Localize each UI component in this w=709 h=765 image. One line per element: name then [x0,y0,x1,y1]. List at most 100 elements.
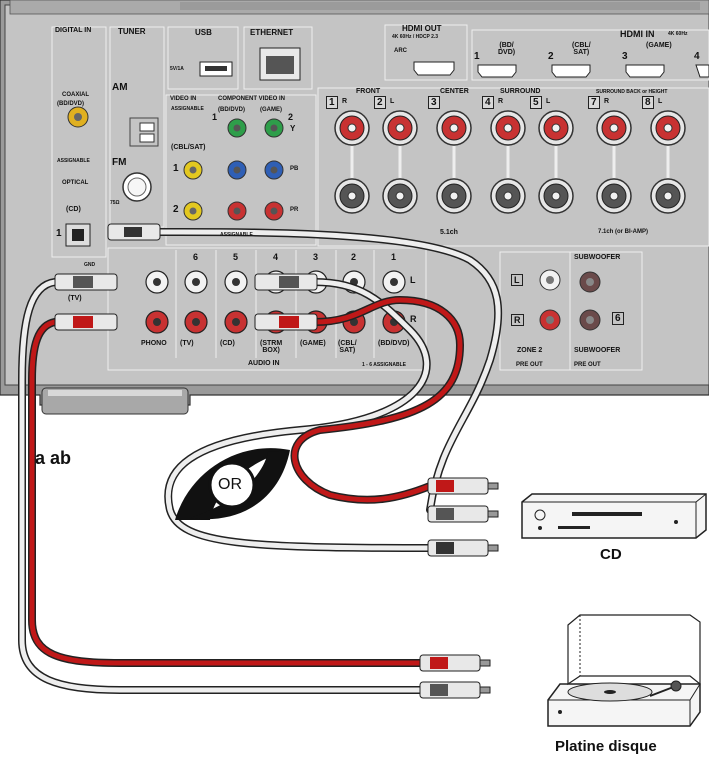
audio-in-num-1: 1 [391,252,397,262]
hdmi-in-ports[interactable] [477,64,709,78]
speaker-num-2: 2 [374,96,386,109]
speaker-num-3: 3 [428,96,440,109]
ethernet-label: ETHERNET [250,28,294,37]
usb-label: USB [195,28,212,37]
video-row-2-label: 2 [173,204,179,215]
audio-l-label: L [410,275,416,285]
video-in-label: VIDEO IN [170,96,197,102]
audio-in-num-6: 6 [193,252,199,262]
speaker-group-3: SURROUND [500,88,541,95]
speaker-terminal-3[interactable] [436,110,472,214]
tv-label: (TV) [68,295,82,302]
rca-plugs-devices [419,477,499,699]
cables [18,228,503,694]
speaker-terminal-7[interactable] [596,110,632,214]
rca-plugs-receiver [54,223,318,331]
composite-video-jacks[interactable] [183,160,203,221]
audio-in-num-5: 5 [233,252,239,262]
audio-in-jack-pair-1[interactable] [184,270,208,334]
audio-in-section [107,247,427,371]
audio-in-source-1: (TV) [180,340,194,347]
pre-out-label: PRE OUT [516,362,543,368]
audio-in-num-2: 2 [351,252,357,262]
audio-in-source-0: PHONO [141,340,167,347]
zone2-l-label: L [511,274,523,286]
speaker-ch-2: L [390,98,395,105]
speaker-ch-4: R [498,98,504,105]
hdmi-in-source-1: (BD/ DVD) [498,42,516,57]
speaker-terminal-4[interactable] [490,110,526,214]
audio-in-source-6: (BD/DVD) [378,340,410,347]
audio-in-source-5: (CBL/ SAT) [338,340,357,355]
audio-in-jack-pair-0[interactable] [145,270,169,334]
turntable-label: Platine disque [555,738,657,755]
usb-section [167,26,239,90]
speaker-num-1: 1 [326,96,338,109]
component-video-jacks[interactable] [227,118,284,221]
speaker-group-0: FRONT [356,88,381,95]
coaxial-bd-label: (BD/DVD) [57,101,84,107]
video-cbl-sat-label: (CBL/SAT) [171,144,206,151]
audio-in-num-3: 3 [313,252,319,262]
cd-label: CD [600,546,622,563]
coaxial-label: COAXIAL [62,92,89,98]
am-antenna-terminal[interactable] [129,117,159,147]
pre-out-2-label: PRE OUT [574,362,601,368]
video-row-1-label: 1 [173,163,179,174]
audio-r-label: R [410,314,417,324]
assignable-label: ASSIGNABLE [57,158,90,164]
am-label: AM [112,82,128,93]
pr-label: PR [290,207,299,213]
zone2-r-label: R [511,314,524,326]
digital-in-section [51,26,107,258]
speaker-ch-7: R [604,98,610,105]
subwoofer-top-label: SUBWOOFER [574,254,621,261]
fm-ohm-label: 75Ω [110,200,120,206]
hdmi-out-port[interactable] [413,61,455,76]
hdmi-in-num-2: 2 [548,51,554,62]
speaker-terminal-2[interactable] [382,110,418,214]
speaker-terminal-1[interactable] [334,110,370,214]
hdmi-in-source-2: (CBL/ SAT) [572,42,591,57]
speaker-terminals[interactable] [334,110,686,214]
speaker-terminal-8[interactable] [650,110,686,214]
fm-label: FM [112,157,127,168]
hdmi-out-section [384,24,468,81]
video-section [165,94,317,246]
subwoofer-pre-out-jacks[interactable] [579,271,601,331]
speaker-ch-5: L [546,98,551,105]
ch-7-1-label: 7.1ch (or BI-AMP) [598,229,649,235]
audio-in-jack-pair-6[interactable] [382,270,406,334]
component-num-2: 2 [288,112,294,122]
zone2-label: ZONE 2 [517,347,543,354]
speaker-group-5: SURROUND BACK or HEIGHT [596,89,668,95]
optical-num-label: 1 [56,228,62,239]
hdmi-in-num-1: 1 [474,51,480,62]
component-video-in-label: COMPONENT VIDEO IN [218,96,286,102]
audio-in-source-4: (GAME) [300,340,326,347]
audio-in-source-2: (CD) [220,340,235,347]
component-bd-label: (BD/DVD) [218,107,245,113]
hdmi-in-sub-label: 4K 60Hz [668,31,688,37]
cable-label: a ab [35,448,72,468]
cd-player-icon [521,493,707,539]
speaker-num-5: 5 [530,96,542,109]
speaker-terminal-5[interactable] [538,110,574,214]
digital-in-label: DIGITAL IN [55,27,92,34]
or-symbol [175,448,290,520]
audio-in-source-3: (STRM BOX) [260,340,283,355]
subwoofer-bottom-label: SUBWOOFER [574,347,621,354]
optical-cd-label: (CD) [66,206,81,213]
hdmi-out-sub-label: 4K 60Hz / HDCP 2.3 [392,34,439,40]
audio-in-jack-pair-2[interactable] [224,270,248,334]
speaker-num-8: 8 [642,96,654,109]
speaker-num-4: 4 [482,96,494,109]
optical-label: OPTICAL [62,180,89,186]
ch-5-1-label: 5.1ch [440,229,458,236]
zone2-pre-out-jacks[interactable] [539,269,561,331]
or-label: OR [218,476,242,493]
video-assignable-label: ASSIGNABLE [171,106,204,112]
turntable-icon [547,614,701,727]
hdmi-in-source-3: (GAME) [646,42,672,49]
